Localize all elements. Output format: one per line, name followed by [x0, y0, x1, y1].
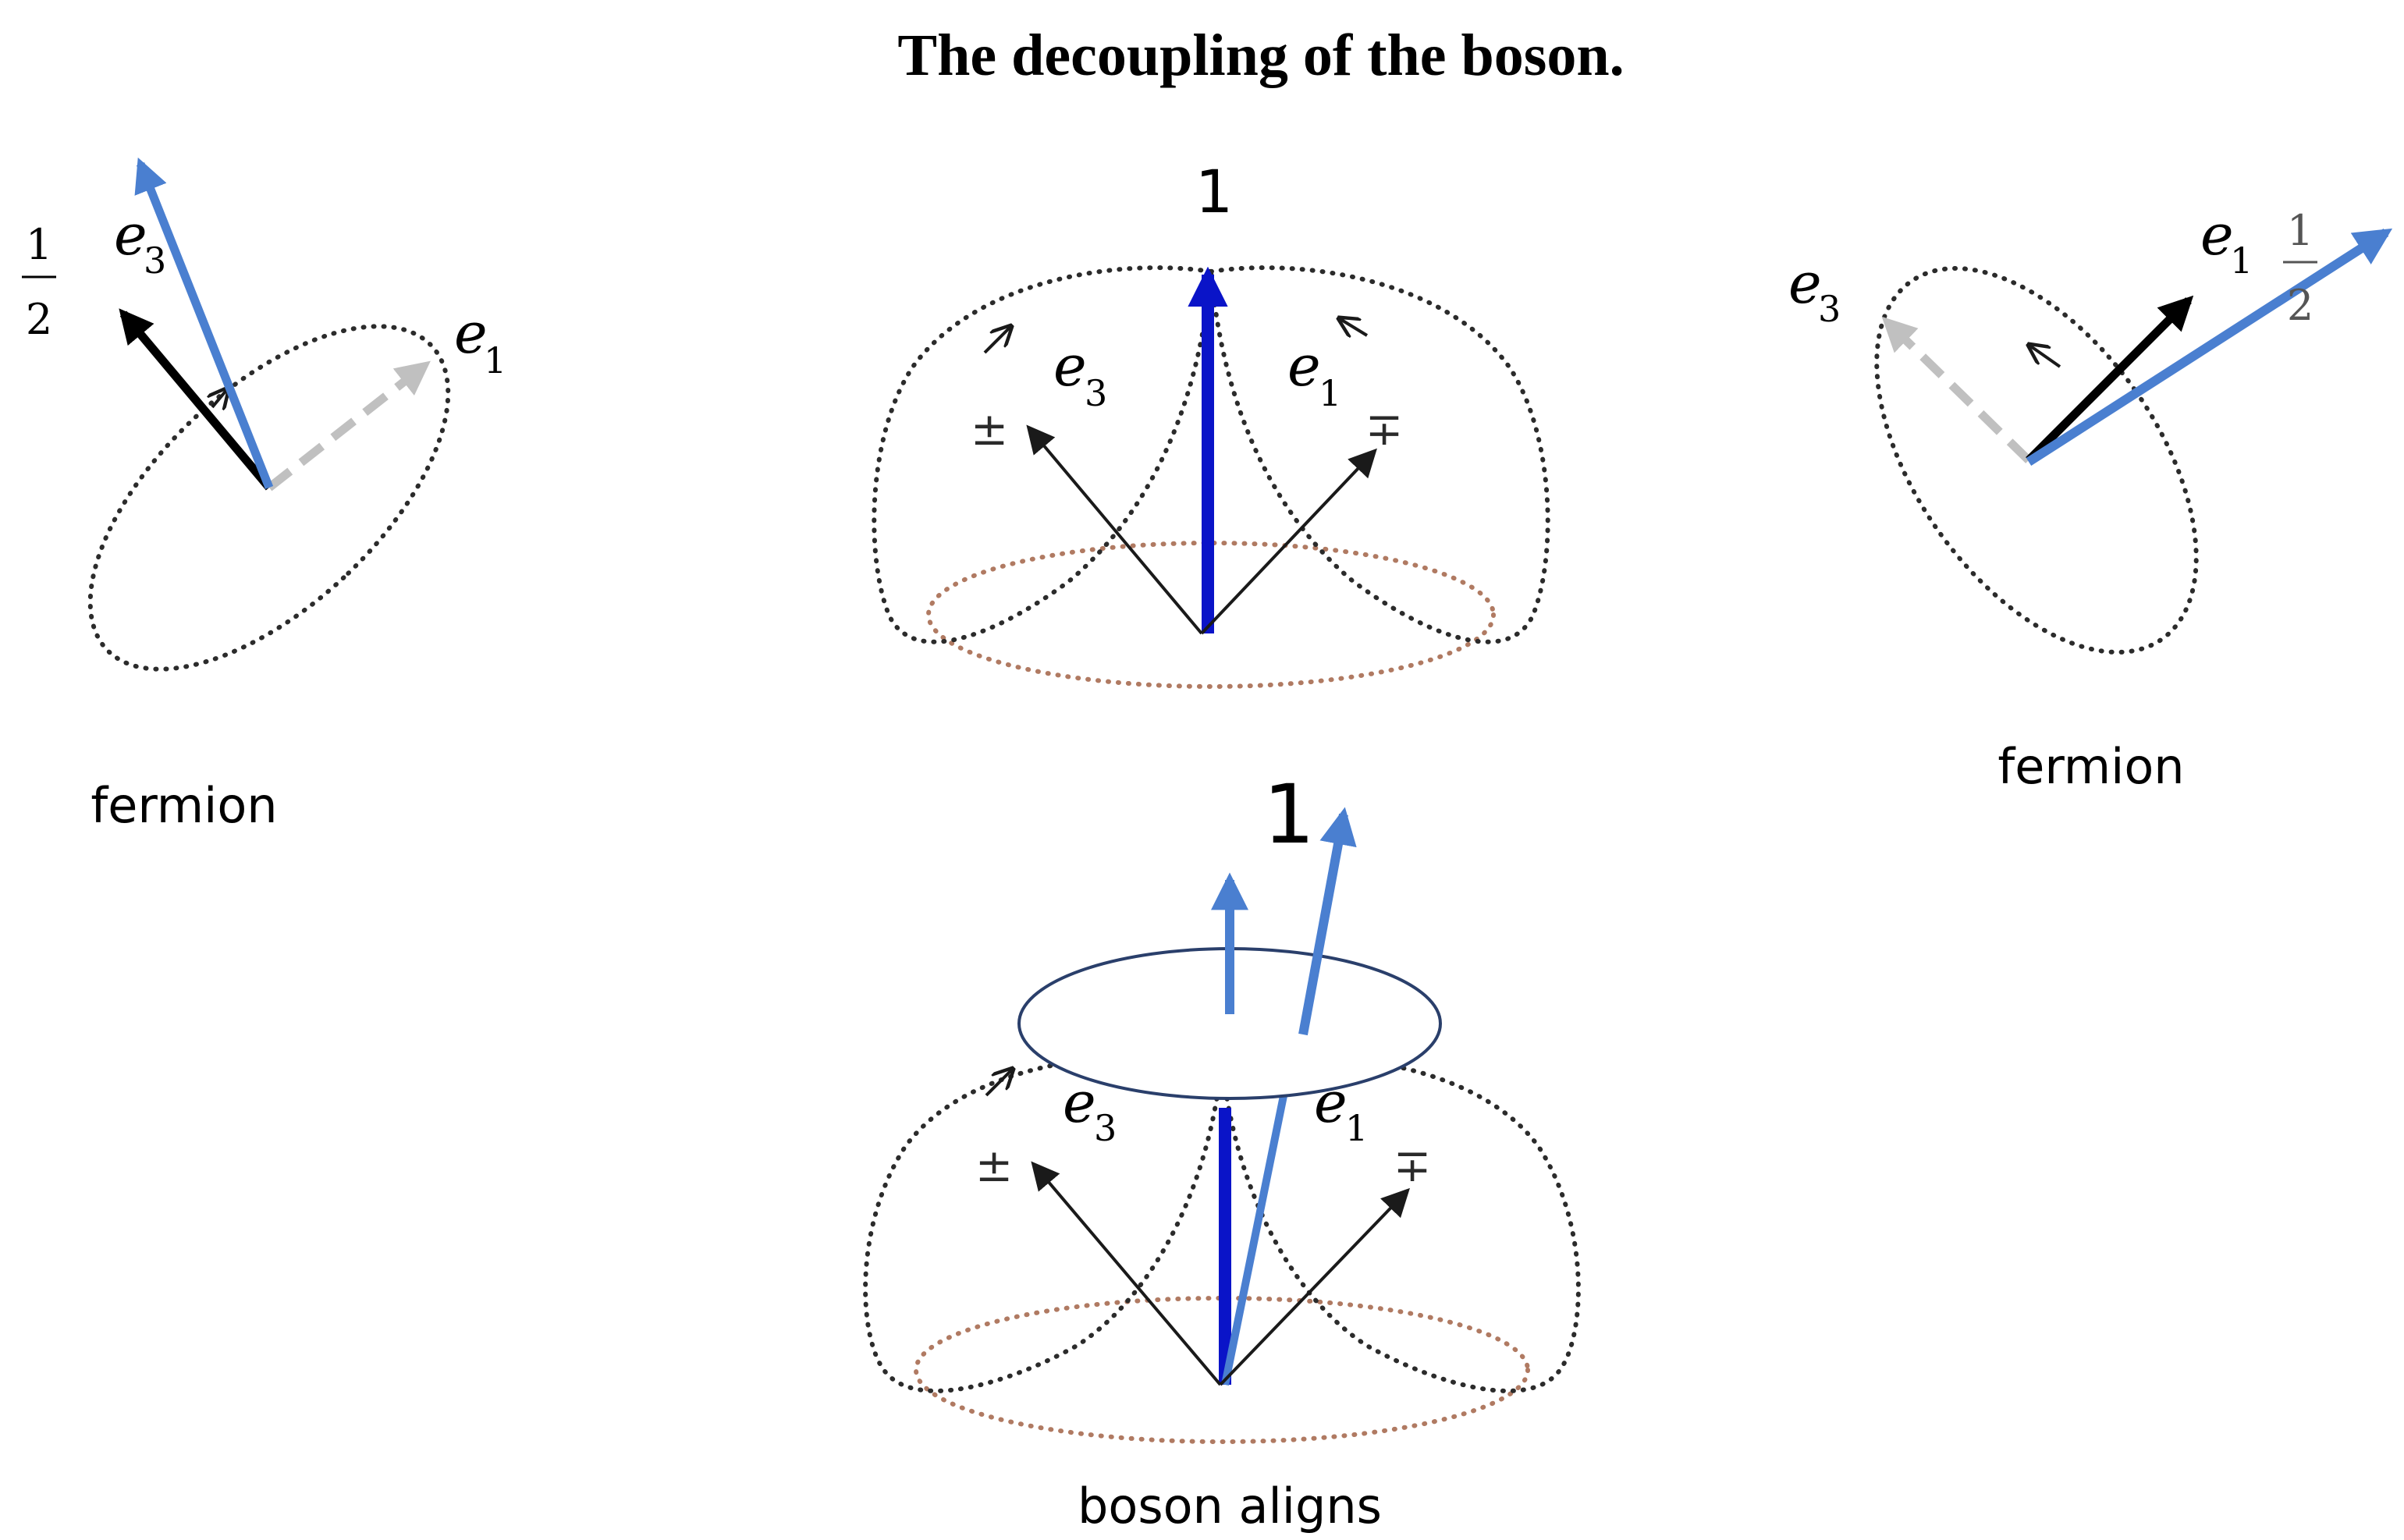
bottom-boson-caption: boson aligns	[1078, 1478, 1382, 1535]
bottom-left-lobe-orbit	[863, 1053, 1225, 1393]
top-boson-diagram: 1 e 3 e 1 ± ∓	[872, 157, 1550, 689]
left-fermion-orbit	[87, 324, 451, 672]
left-fermion-diagram: 1 2 e 3 e 1 fermion	[22, 157, 506, 834]
top-right-orbit-tick	[1339, 318, 1369, 335]
right-dashed-e3-arrow	[1881, 316, 2032, 463]
left-fermion-caption: fermion	[91, 777, 277, 834]
left-dashed-e1-arrow	[266, 360, 431, 491]
svg-text:2: 2	[2287, 281, 2313, 330]
svg-text:2: 2	[26, 295, 52, 344]
bottom-equator-orbit	[914, 1296, 1530, 1444]
svg-text:e: e	[1788, 250, 1822, 316]
disk-light-blue-arrow	[1298, 807, 1357, 1036]
svg-text:1: 1	[2287, 206, 2313, 255]
right-fermion-diagram: e 3 e 1 1 2 fermion	[1788, 202, 2393, 795]
right-fermion-caption: fermion	[1997, 738, 2184, 795]
top-minus-plus-label: ∓	[1365, 403, 1404, 456]
svg-text:3: 3	[144, 240, 166, 282]
top-left-thin-arrow	[1026, 424, 1203, 635]
top-e3-label: e 3	[1053, 333, 1107, 414]
right-blue-spin-arrow	[2026, 228, 2393, 467]
svg-text:1: 1	[26, 220, 52, 269]
left-e1-label: e 1	[454, 300, 506, 381]
left-e3-label: e 3	[114, 202, 166, 282]
svg-text:e: e	[1287, 333, 1321, 399]
bottom-light-blue-spin-arrow	[1221, 1076, 1291, 1386]
svg-text:e: e	[114, 202, 147, 268]
bottom-left-orbit-tick	[985, 1069, 1013, 1097]
right-orbit-direction-tick	[2029, 345, 2061, 368]
svg-text:1: 1	[1345, 1107, 1368, 1149]
bottom-right-thin-arrow	[1219, 1187, 1410, 1386]
bottom-right-lobe-orbit	[1219, 1053, 1581, 1393]
right-black-spin-arrow	[2026, 295, 2194, 463]
bottom-boson-diagram: e 3 e 1 ± ∓ 1 boson aligns	[863, 767, 1581, 1535]
top-equator-orbit	[926, 541, 1496, 689]
svg-text:1: 1	[2230, 240, 2253, 282]
bottom-minus-plus-label: ∓	[1394, 1139, 1432, 1192]
top-e1-label: e 1	[1287, 333, 1341, 414]
left-orbit-direction-tick	[212, 389, 228, 407]
svg-text:3: 3	[1085, 372, 1107, 414]
svg-text:3: 3	[1094, 1107, 1117, 1149]
svg-text:1: 1	[1319, 372, 1341, 414]
right-e1-label: e 1	[2200, 202, 2253, 282]
svg-text:1: 1	[484, 339, 506, 381]
bottom-plus-minus-label: ±	[975, 1139, 1014, 1192]
left-blue-spin-arrow	[134, 157, 274, 490]
left-black-spin-arrow	[119, 308, 273, 491]
svg-text:e: e	[2200, 202, 2234, 268]
bottom-spin-one-label: 1	[1263, 767, 1315, 862]
top-left-orbit-tick	[983, 326, 1011, 354]
right-half-fraction: 1 2	[2283, 206, 2317, 330]
left-half-fraction: 1 2	[22, 220, 56, 344]
figure-title: The decoupling of the boson.	[897, 23, 1624, 88]
svg-text:e: e	[454, 300, 488, 366]
top-right-thin-arrow	[1200, 448, 1377, 635]
top-plus-minus-label: ±	[971, 403, 1009, 456]
top-spin-one-label: 1	[1195, 157, 1233, 226]
svg-text:e: e	[1053, 333, 1087, 399]
right-e3-label: e 3	[1788, 250, 1841, 330]
bottom-left-thin-arrow	[1031, 1161, 1222, 1386]
svg-text:3: 3	[1818, 288, 1841, 330]
